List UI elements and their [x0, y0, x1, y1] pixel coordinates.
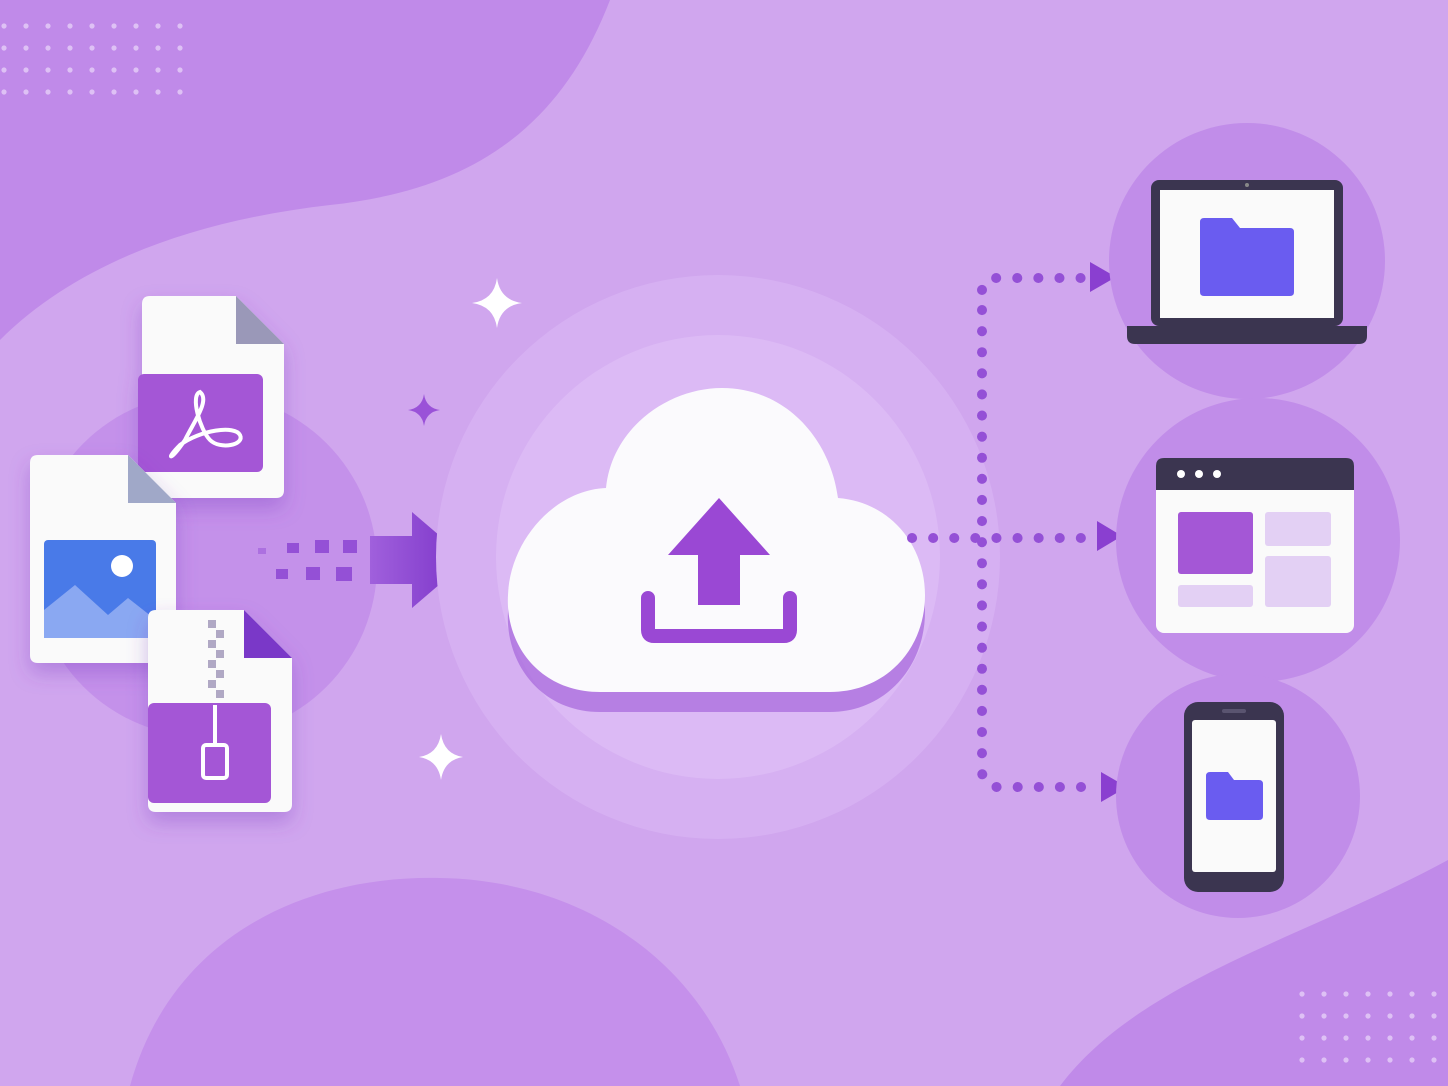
arrowhead-icon: [1097, 521, 1122, 551]
phone-folder-icon: [1184, 702, 1284, 892]
arrowhead-icon: [1090, 262, 1116, 292]
sparkle-icon: [419, 734, 463, 780]
background-blob-bottom: [130, 877, 740, 1086]
upload-arrow-icon: [668, 498, 770, 605]
sparkle-icon: [408, 394, 440, 426]
sparkle-icon: [472, 278, 522, 328]
right-arrow-icon: [370, 512, 468, 608]
zip-file-icon: [148, 610, 292, 812]
dot-grid-pattern: [1292, 978, 1442, 1078]
laptop-folder-icon: [1127, 180, 1367, 344]
cloud-upload-icon: [507, 388, 925, 712]
browser-window-icon: [1156, 458, 1354, 633]
sync-connector-dots: [907, 273, 1095, 792]
image-file-icon: [30, 455, 176, 663]
arrowhead-icon: [1101, 772, 1127, 802]
dot-grid-pattern: [0, 10, 190, 95]
upload-flow-dots: [258, 540, 357, 581]
upload-tray-icon: [641, 591, 797, 643]
pdf-file-icon: [138, 296, 284, 498]
